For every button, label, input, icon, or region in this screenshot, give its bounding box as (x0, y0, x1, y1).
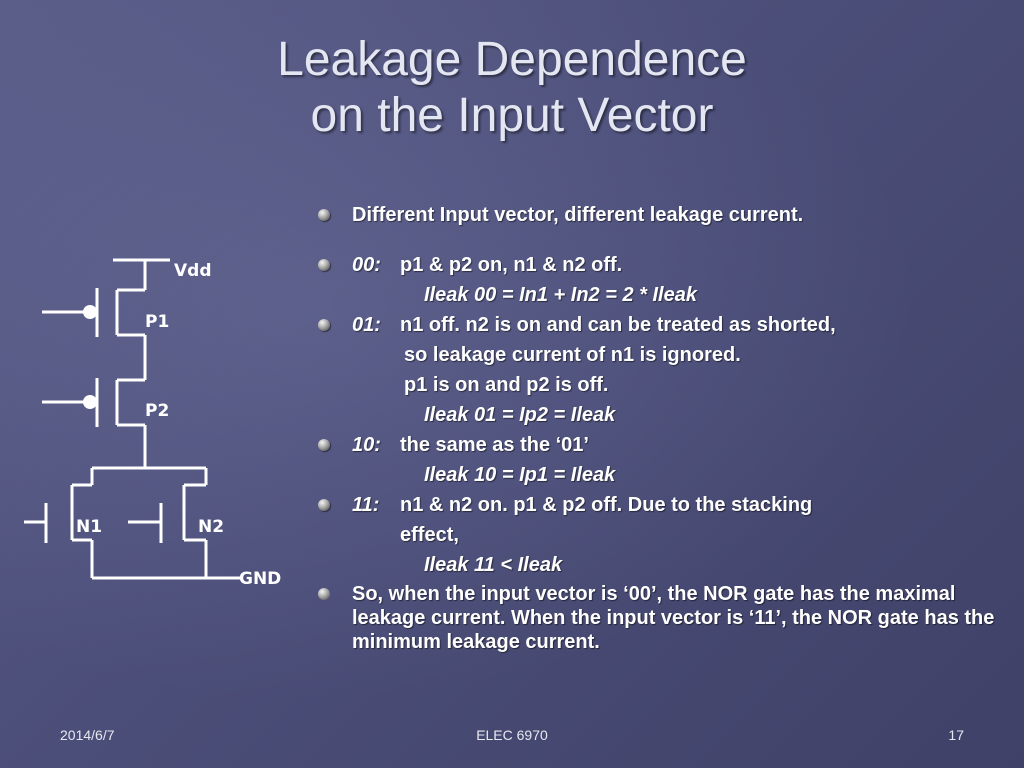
bullet-4: 10: the same as the ‘01’ (316, 430, 1006, 460)
bullet-2-text: p1 & p2 on, n1 & n2 off. (400, 254, 623, 276)
title-line-2: on the Input Vector (310, 89, 714, 142)
n1-label: N1 (76, 517, 102, 537)
bullet-6: So, when the input vector is ‘00’, the N… (316, 582, 1006, 654)
gnd-label: GND (239, 569, 281, 589)
bullet-2-equation-text: Ileak 00 = In1 + In2 = 2 * Ileak (424, 284, 697, 306)
p2-label: P2 (145, 401, 169, 421)
bullet-3-label: 01: (352, 314, 381, 336)
bullet-2-label: 00: (352, 254, 381, 276)
bullet-list: Different Input vector, different leakag… (316, 200, 1006, 654)
bullet-4-label: 10: (352, 434, 381, 456)
slide-title: Leakage Dependence on the Input Vector (0, 32, 1024, 144)
footer-course: ELEC 6970 (476, 727, 548, 743)
bullet-1: Different Input vector, different leakag… (316, 200, 1006, 230)
bullet-3: 01: n1 off. n2 is on and can be treated a… (316, 310, 1006, 340)
circuit-wires (24, 258, 242, 580)
bullet-3-continuation-1: so leakage current of n1 is ignored. (404, 344, 741, 366)
n2-label: N2 (198, 517, 224, 537)
footer-date: 2014/6/7 (60, 727, 115, 743)
bullet-2-equation: Ileak 00 = In1 + In2 = 2 * Ileak (316, 280, 1006, 310)
bullet-5-label: 11: (352, 494, 380, 516)
bullet-5-equation-text: Ileak 11 < Ileak (424, 554, 563, 576)
title-line-1: Leakage Dependence (277, 33, 747, 86)
p1-gate-bubble (83, 305, 97, 319)
p2-gate-bubble (83, 395, 97, 409)
bullet-3-equation-text: Ileak 01 = Ip2 = Ileak (424, 404, 616, 426)
bullet-3-equation: Ileak 01 = Ip2 = Ileak (316, 400, 1006, 430)
p1-label: P1 (145, 312, 169, 332)
vdd-label: Vdd (174, 261, 212, 281)
bullet-4-equation-text: Ileak 10 = Ip1 = Ileak (424, 464, 616, 486)
bullet-4-text: the same as the ‘01’ (400, 434, 589, 456)
bullet-2: 00: p1 & p2 on, n1 & n2 off. (316, 250, 1006, 280)
bullet-3-continuation-2: p1 is on and p2 is off. (404, 374, 609, 396)
bullet-5-continuation: effect, (400, 524, 459, 546)
bullet-4-equation: Ileak 10 = Ip1 = Ileak (316, 460, 1006, 490)
bullet-3-text: n1 off. n2 is on and can be treated as s… (400, 314, 836, 336)
bullet-5: 11: n1 & n2 on. p1 & p2 off. Due to the s… (316, 490, 1006, 520)
footer-page-number: 17 (948, 727, 964, 743)
nor-gate-circuit-diagram: Vdd P1 P2 N1 N2 GND (24, 258, 281, 589)
bullet-5-text: n1 & n2 on. p1 & p2 off. Due to the stac… (400, 494, 813, 516)
bullet-5-equation: Ileak 11 < Ileak (316, 550, 1006, 580)
